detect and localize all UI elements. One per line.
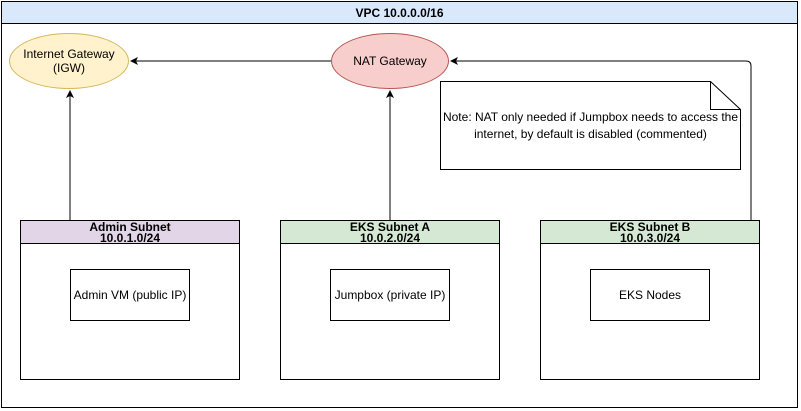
note-text: Note: NAT only needed if Jumpbox needs t… [442, 110, 739, 141]
eks-subnet-a-cidr: 10.0.2.0/24 [359, 231, 421, 245]
admin-subnet-name: Admin Subnet [89, 220, 171, 234]
eks-subnet-a-header: EKS Subnet A 10.0.2.0/24 [281, 221, 499, 244]
eks-subnet-a-name: EKS Subnet A [349, 220, 431, 234]
eks-subnet-b-cidr: 10.0.3.0/24 [619, 231, 681, 245]
eks-subnet-b[interactable]: EKS Subnet B 10.0.3.0/24 [540, 220, 760, 380]
nat-gateway[interactable]: NAT Gateway [331, 33, 449, 89]
internet-gateway[interactable]: Internet Gateway (IGW) [9, 33, 129, 89]
vpc-title: VPC 10.0.0.0/16 [1, 1, 798, 24]
admin-subnet-header: Admin Subnet 10.0.1.0/24 [21, 221, 239, 244]
admin-subnet-cidr: 10.0.1.0/24 [99, 231, 161, 245]
admin-vm-node[interactable]: Admin VM (public IP) [70, 269, 190, 321]
eks-subnet-b-name: EKS Subnet B [609, 220, 691, 234]
jumpbox-node[interactable]: Jumpbox (private IP) [330, 269, 450, 321]
eks-nodes-node[interactable]: EKS Nodes [590, 269, 710, 321]
eks-subnet-b-header: EKS Subnet B 10.0.3.0/24 [541, 221, 759, 244]
